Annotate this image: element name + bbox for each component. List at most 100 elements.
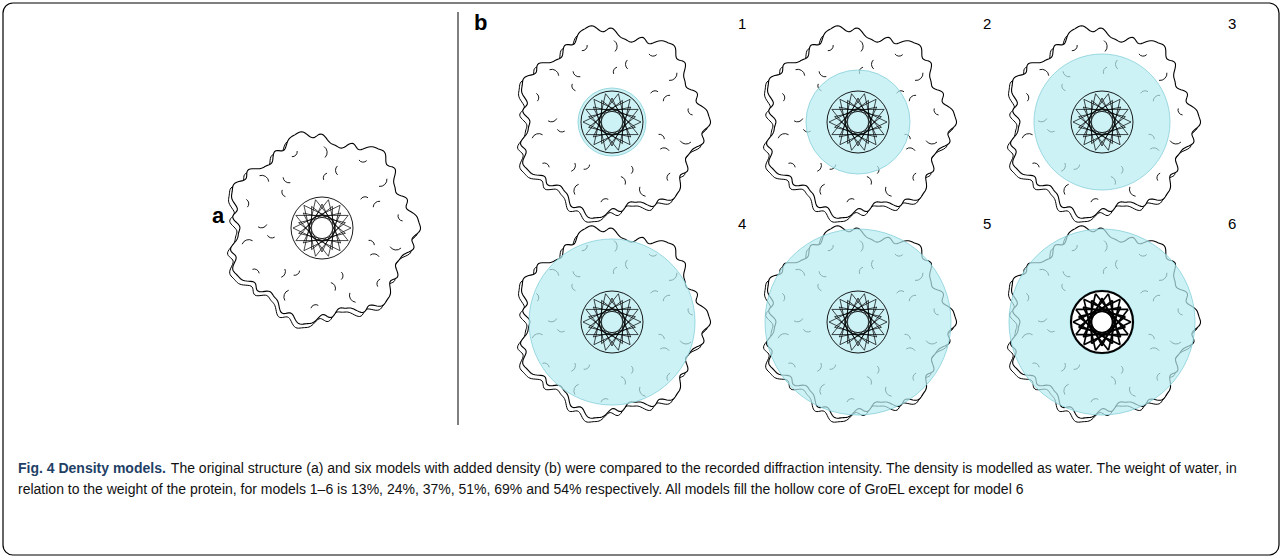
core-strand <box>594 299 606 350</box>
ring-outline <box>521 26 711 218</box>
core-strand <box>1083 127 1125 137</box>
figure-caption: Fig. 4 Density models.The original struc… <box>18 458 1262 500</box>
surface-mark <box>258 225 267 228</box>
model-number: 4 <box>738 216 746 231</box>
surface-mark <box>1040 69 1049 75</box>
groel-model <box>1008 226 1201 422</box>
surface-mark <box>550 69 559 75</box>
core-strand <box>840 99 852 150</box>
groel-model <box>1008 26 1201 222</box>
core-strand <box>847 300 848 343</box>
surface-mark <box>1026 93 1028 101</box>
surface-mark <box>361 197 368 200</box>
core-strand <box>1084 122 1131 145</box>
core-strand <box>840 322 887 345</box>
water-density <box>1009 229 1195 415</box>
core-strand <box>864 99 876 150</box>
surface-mark <box>895 54 903 56</box>
caption-text: The original structure (a) and six model… <box>18 460 1237 497</box>
panel-divider <box>458 12 459 425</box>
core-strand <box>829 122 876 145</box>
surface-mark <box>828 45 833 51</box>
model-number: 2 <box>983 16 991 31</box>
surface-mark <box>294 271 300 276</box>
model-number: 5 <box>983 216 991 231</box>
core-outline <box>1071 291 1133 353</box>
ring-back-outline <box>764 230 954 422</box>
core-strand <box>311 206 312 249</box>
surface-mark <box>906 148 915 151</box>
surface-mark <box>621 177 626 185</box>
core-strand <box>304 200 316 251</box>
core-strand <box>839 127 881 137</box>
core-strand <box>589 117 623 144</box>
core-strand <box>601 300 602 343</box>
core-strand <box>1108 99 1120 150</box>
core-strand <box>303 213 345 223</box>
surface-mark <box>335 166 337 175</box>
core-strand <box>589 100 623 127</box>
core-strand <box>618 94 630 145</box>
core-strand <box>840 294 852 345</box>
core-strand <box>1073 99 1120 122</box>
water-density <box>1034 54 1170 190</box>
surface-mark <box>377 279 380 286</box>
core-strand <box>839 107 881 117</box>
surface-mark <box>860 41 863 52</box>
surface-mark <box>1159 73 1167 81</box>
core-strand <box>299 213 341 223</box>
core-strand <box>589 317 623 344</box>
core-strand <box>304 205 351 228</box>
core-strand <box>304 205 316 256</box>
core-strand <box>1079 127 1121 137</box>
core-strand <box>864 299 876 350</box>
core-inner <box>1089 109 1115 135</box>
water-density <box>529 239 695 405</box>
core-outline <box>581 91 643 153</box>
surface-mark <box>649 54 657 56</box>
surface-mark <box>323 173 327 180</box>
core-strand <box>840 122 887 145</box>
core-strand <box>1084 99 1131 122</box>
core-strand <box>868 100 869 143</box>
ring-outline <box>1011 26 1201 218</box>
core-strand <box>835 100 869 127</box>
surface-mark <box>1032 163 1039 167</box>
core-strand <box>618 299 630 350</box>
surface-mark <box>669 73 677 81</box>
core-strand <box>1079 117 1113 144</box>
core-strand <box>299 233 341 243</box>
core-strand <box>835 117 869 144</box>
core-strand <box>618 99 630 150</box>
core-strand <box>601 100 602 143</box>
surface-mark <box>359 160 367 162</box>
core-strand <box>589 307 631 317</box>
surface-mark <box>267 235 274 238</box>
surface-mark <box>782 93 784 101</box>
core-strand <box>583 122 630 145</box>
core-strand <box>1112 100 1113 143</box>
core-outline <box>827 91 889 153</box>
surface-mark <box>659 134 665 139</box>
surface-mark <box>817 163 821 171</box>
core-strand <box>303 233 345 243</box>
core-strand <box>864 94 876 145</box>
core-inner <box>845 109 871 135</box>
surface-mark <box>614 41 617 52</box>
surface-mark <box>260 175 269 181</box>
core-strand <box>1092 300 1126 327</box>
core-strand <box>848 317 882 344</box>
groel-original <box>228 132 421 328</box>
surface-mark <box>292 151 297 157</box>
core-strand <box>589 327 631 337</box>
surface-mark <box>246 199 248 207</box>
figure-frame <box>3 3 1279 555</box>
surface-mark <box>379 179 387 187</box>
surface-mark <box>819 71 826 76</box>
core-outline <box>291 197 353 259</box>
surface-mark <box>390 247 401 250</box>
core-strand <box>847 100 848 143</box>
surface-mark <box>909 95 916 101</box>
core-strand <box>304 228 351 251</box>
core-strand <box>602 317 636 344</box>
